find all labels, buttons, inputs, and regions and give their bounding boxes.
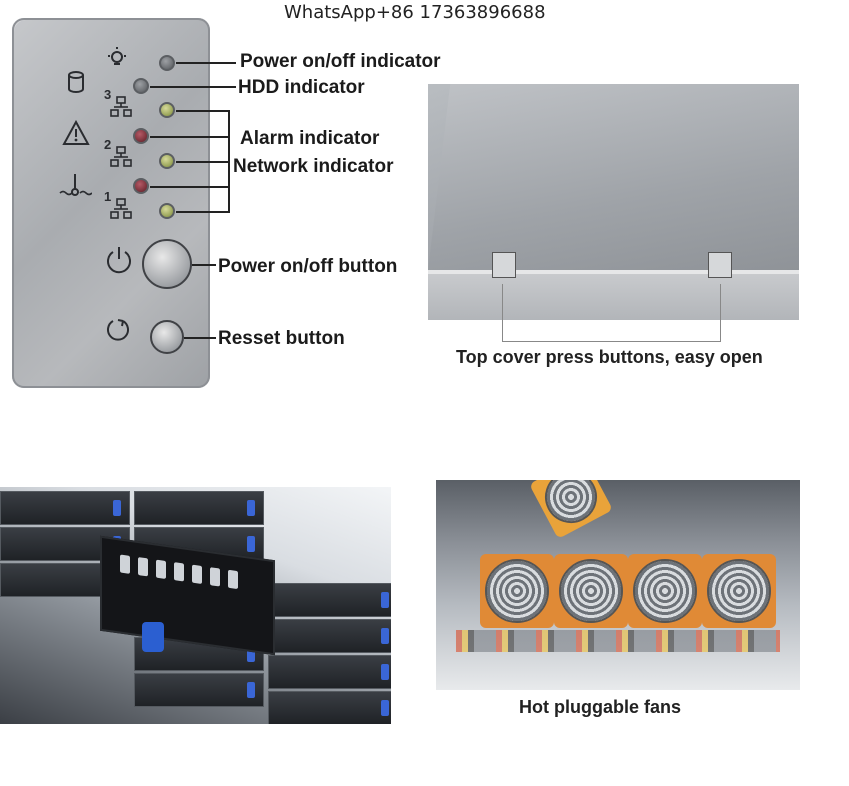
contact-text: WhatsApp+86 17363896688 — [284, 2, 546, 23]
power-indicator-led — [159, 55, 175, 71]
temperature-icon — [58, 172, 93, 203]
fan — [702, 554, 776, 628]
fans-photo — [436, 480, 800, 690]
fan — [480, 554, 554, 628]
network-1-led — [159, 203, 175, 219]
reset-icon — [103, 315, 133, 350]
fan — [628, 554, 702, 628]
network-icon — [110, 96, 132, 123]
leader-line — [176, 110, 230, 112]
fan-cables — [456, 630, 780, 652]
network-icon — [110, 198, 132, 225]
warning-icon — [62, 119, 90, 151]
power-icon — [103, 244, 135, 281]
leader-line — [176, 62, 236, 64]
leader-line — [176, 161, 230, 163]
label-alarm-indicator: Alarm indicator — [240, 128, 380, 149]
label-power-button: Power on/off button — [218, 256, 398, 277]
label-reset-button: Resset button — [218, 328, 345, 349]
cover-front — [428, 274, 799, 320]
cover-edge — [428, 270, 799, 274]
fan — [554, 554, 628, 628]
power-button[interactable] — [142, 239, 192, 289]
top-cover-caption: Top cover press buttons, easy open — [456, 347, 763, 367]
leader-line — [192, 264, 216, 266]
cover-latch-left — [492, 252, 516, 278]
label-network-indicator: Network indicator — [233, 156, 394, 177]
cover-latch-right — [708, 252, 732, 278]
fans-caption: Hot pluggable fans — [519, 697, 681, 717]
leader-line — [150, 186, 230, 188]
reset-button[interactable] — [150, 320, 184, 354]
label-power-indicator: Power on/off indicator — [240, 51, 441, 72]
cover-surface — [428, 84, 799, 270]
network-icon — [110, 146, 132, 173]
disk-icon — [66, 70, 86, 99]
leader-line — [720, 284, 721, 342]
label-hdd-indicator: HDD indicator — [238, 77, 365, 98]
port-number-1: 1 — [104, 189, 112, 204]
port-number-3: 3 — [104, 87, 112, 102]
alarm-1-led — [133, 178, 149, 194]
fan-lifted — [529, 480, 613, 539]
port-number-2: 2 — [104, 137, 112, 152]
leader-line — [502, 341, 721, 342]
hdd-indicator-led — [133, 78, 149, 94]
leader-line — [502, 284, 503, 342]
leader-line — [150, 86, 236, 88]
leader-line — [184, 337, 216, 339]
top-cover-photo — [428, 84, 799, 342]
leader-line — [176, 211, 230, 213]
network-2-led — [159, 153, 175, 169]
network-3-led — [159, 102, 175, 118]
bulb-icon — [106, 46, 128, 73]
alarm-2-led — [133, 128, 149, 144]
leader-line — [150, 136, 230, 138]
leader-line — [228, 110, 230, 213]
tray-release-clip — [142, 622, 164, 652]
